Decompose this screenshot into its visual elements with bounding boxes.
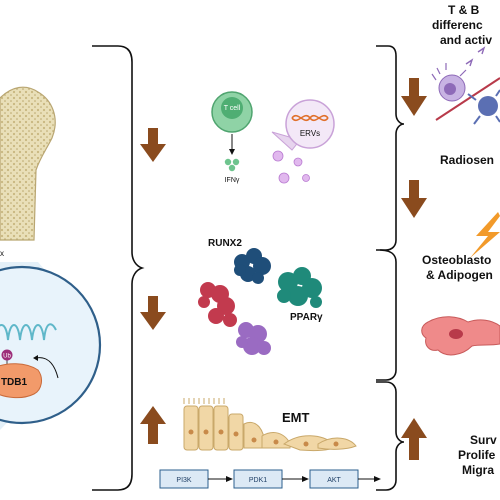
- bone-illustration: [0, 86, 56, 241]
- right-arrow-up-1: [401, 418, 427, 460]
- curved-arrow: [35, 357, 59, 379]
- right-brace-top: [376, 45, 405, 251]
- erv-label: ERVs: [300, 129, 320, 138]
- pathway-pi3k: PI3K: [159, 469, 209, 489]
- t-cell: T cell: [211, 91, 253, 133]
- arrow-down-2: [140, 296, 166, 330]
- svg-text:PI3K: PI3K: [176, 477, 192, 484]
- arrow-up-1: [140, 406, 166, 444]
- red-protein: [198, 282, 237, 327]
- runx2-label: RUNX2: [208, 238, 242, 249]
- epithelial-cells: [183, 398, 357, 451]
- survival-label: Surv: [470, 433, 497, 447]
- right-arrow-down-2: [401, 180, 427, 218]
- tdb1-label: TDB1: [1, 377, 28, 388]
- b-cell-illustration: [431, 46, 486, 102]
- pathway-akt: AKT: [309, 469, 359, 489]
- right-brace-bottom: [376, 381, 405, 491]
- ppar-label: PPARγ: [290, 312, 323, 323]
- osteo-label-line2: & Adipogen: [426, 268, 493, 282]
- emt-label: EMT: [282, 410, 310, 425]
- right-arrow-down-1: [401, 78, 427, 116]
- dendritic-cell: [467, 89, 500, 125]
- ifn-label: IFNγ: [225, 177, 240, 184]
- runx2-protein: [234, 248, 271, 284]
- arrow-down-1: [140, 128, 166, 162]
- ppar-protein: [277, 267, 322, 308]
- proliferation-label: Prolife: [458, 448, 496, 462]
- svg-text:AKT: AKT: [327, 477, 341, 484]
- svg-text:PDK1: PDK1: [249, 477, 267, 484]
- ub-label: Ub: [3, 354, 11, 360]
- zoom-circle: [0, 265, 102, 425]
- radiosen-label: Radiosen: [440, 153, 494, 167]
- t-cell-label: T cell: [224, 105, 241, 112]
- erv-callout: ERVs: [271, 99, 335, 151]
- virus-particles: [272, 150, 310, 184]
- right-brace-middle: [376, 249, 397, 381]
- lightning-icon: [470, 212, 500, 258]
- red-line: [435, 77, 500, 121]
- rna-strand: [0, 323, 57, 341]
- purple-protein: [236, 322, 271, 355]
- osteoblast-cell: [421, 316, 500, 356]
- tdb1-protein: TDB1: [0, 363, 42, 399]
- right-title-line3: and activ: [440, 33, 492, 47]
- left-brace: [92, 45, 145, 491]
- ifn-dots: [224, 158, 240, 172]
- migration-label: Migra: [462, 463, 494, 477]
- left-x-label: x: [0, 249, 4, 258]
- right-title-line1: T & B: [448, 3, 480, 17]
- pathway-pdk1: PDK1: [233, 469, 283, 489]
- right-title-line2: differenc: [432, 18, 483, 32]
- osteo-label-line1: Osteoblasto: [422, 253, 491, 267]
